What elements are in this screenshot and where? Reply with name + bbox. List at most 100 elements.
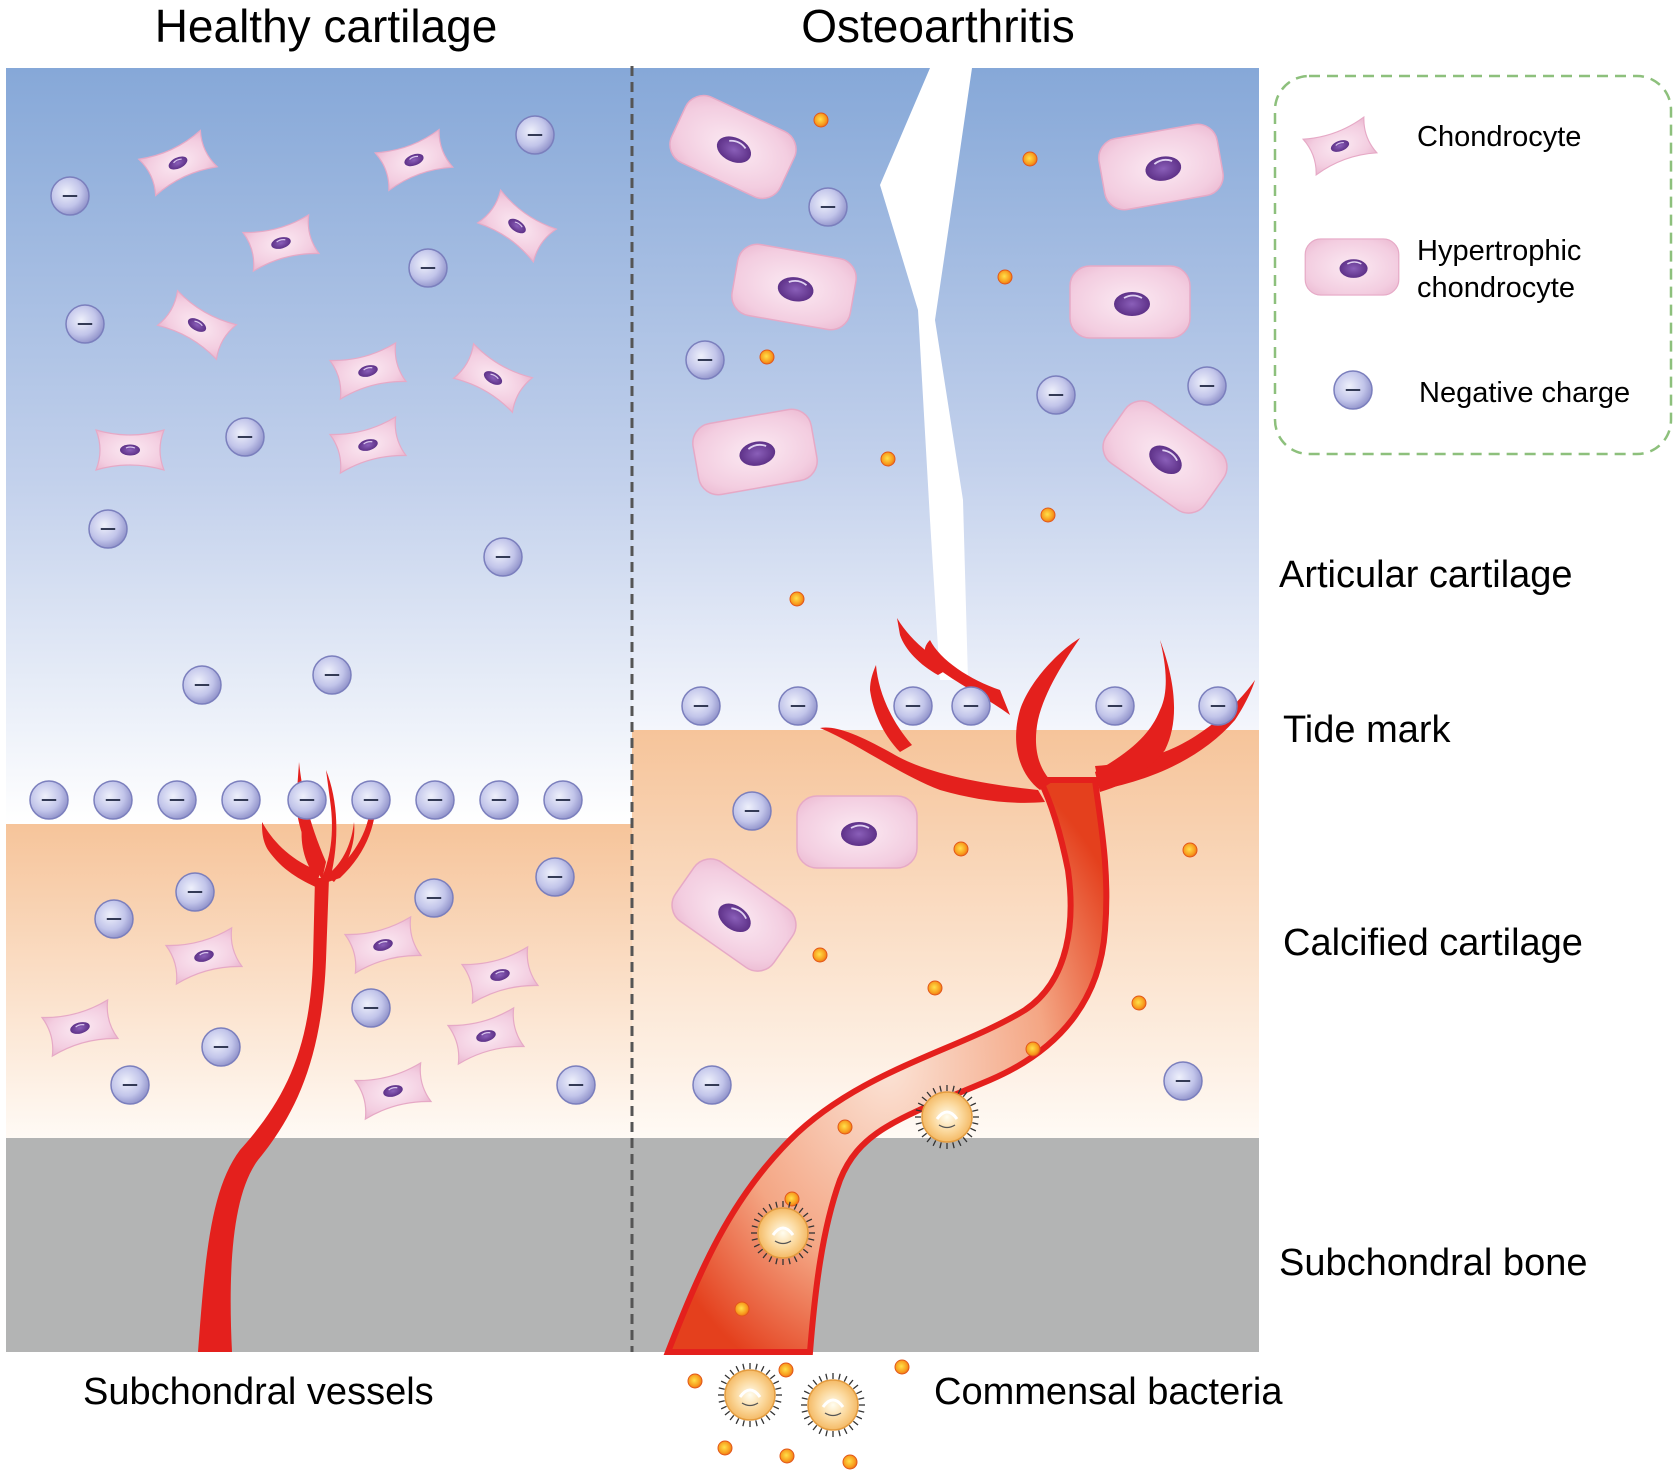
hypertrophic-chondrocyte-icon (671, 858, 797, 972)
negative-charge-icon (1163, 1061, 1203, 1101)
legend-hypertrophic-label-2: chondrocyte (1417, 272, 1575, 304)
negative-charge-icon (221, 780, 261, 820)
chondrocyte-icon (460, 945, 540, 1005)
negative-charge-icon (483, 537, 523, 577)
hypertrophic-chondrocyte-icon (1098, 123, 1224, 211)
particle-icon (813, 112, 829, 128)
hypertrophic-chondrocyte-icon (1102, 400, 1228, 514)
particle-icon (779, 1448, 795, 1464)
particle-icon (1131, 995, 1147, 1011)
negative-charge-icon (287, 780, 327, 820)
chondrocyte-icon (476, 188, 558, 264)
chondrocyte-icon (446, 1006, 526, 1066)
label-subchondral-vessels: Subchondral vessels (83, 1371, 434, 1413)
negative-charge-icon (201, 1027, 241, 1067)
hypertrophic-chondrocyte-icon (1304, 238, 1400, 296)
particle-icon (778, 1362, 794, 1378)
particle-icon (734, 1301, 750, 1317)
negative-charge-icon (556, 1065, 596, 1105)
chondrocyte-icon (353, 1061, 433, 1121)
negative-charge-icon (535, 857, 575, 897)
negative-charge-icon (1333, 370, 1373, 410)
bacteria-icon (915, 1085, 979, 1149)
chondrocyte-icon (164, 926, 244, 986)
chondrocyte-icon (40, 998, 120, 1058)
particle-icon (894, 1359, 910, 1375)
negative-charges (29, 115, 1238, 1105)
negative-charge-icon (408, 248, 448, 288)
particle-icon (880, 451, 896, 467)
particle-icon (1040, 507, 1056, 523)
label-subchondral-bone: Subchondral bone (1279, 1242, 1587, 1284)
chondrocyte-icon (94, 429, 166, 471)
negative-charge-icon (414, 878, 454, 918)
chondrocyte-icon (156, 289, 238, 361)
negative-charge-icon (692, 1065, 732, 1105)
legend-negative-label: Negative charge (1419, 377, 1630, 409)
negative-charge-icon (29, 780, 69, 820)
particles (687, 112, 1198, 1470)
hypertrophic-chondrocyte-icon (692, 408, 818, 496)
subchondral-bone-zone-left (6, 1138, 632, 1352)
negative-charge-icon (1187, 366, 1227, 406)
particle-icon (1025, 1041, 1041, 1057)
legend-hypertrophic-label-1: Hypertrophic (1417, 235, 1581, 267)
negative-charge-icon (681, 686, 721, 726)
bacteria-icon (801, 1373, 865, 1437)
bacteria-icon (751, 1201, 815, 1265)
negative-charge-icon (808, 187, 848, 227)
label-calcified-cartilage: Calcified cartilage (1283, 922, 1583, 964)
negative-charge-icon (94, 899, 134, 939)
chondrocyte-icon (1301, 115, 1379, 177)
negative-charge-icon (515, 115, 555, 155)
particle-icon (717, 1440, 733, 1456)
negative-charge-icon (893, 686, 933, 726)
negative-charge-icon (175, 872, 215, 912)
particle-icon (997, 269, 1013, 285)
negative-charge-icon (182, 665, 222, 705)
particle-icon (812, 947, 828, 963)
commensal-bacteria (718, 1085, 979, 1437)
hypertrophic-chondrocytes (669, 94, 1228, 972)
legend-chondrocyte-label: Chondrocyte (1417, 121, 1581, 153)
label-commensal-bacteria: Commensal bacteria (934, 1371, 1283, 1413)
negative-charge-icon (351, 780, 391, 820)
chondrocyte-icon (328, 415, 408, 475)
negative-charge-icon (110, 1065, 150, 1105)
negative-charge-icon (1095, 686, 1135, 726)
hypertrophic-chondrocyte-icon (669, 94, 797, 200)
legend-box (1273, 74, 1673, 456)
negative-charge-icon (685, 340, 725, 380)
negative-charge-icon (225, 417, 265, 457)
label-articular-cartilage: Articular cartilage (1279, 554, 1573, 596)
healthy-cartilage-panel (6, 68, 632, 1352)
negative-charge-icon (1198, 686, 1238, 726)
bacteria-icon (718, 1363, 782, 1427)
label-tide-mark: Tide mark (1283, 709, 1452, 751)
negative-charge-icon (543, 780, 583, 820)
negative-charge-icon (65, 304, 105, 344)
chondrocytes (40, 128, 558, 1121)
chondrocyte-icon (137, 129, 219, 197)
hypertrophic-chondrocyte-icon (796, 795, 918, 869)
negative-charge-icon (93, 780, 133, 820)
particle-icon (953, 841, 969, 857)
particle-icon (837, 1119, 853, 1135)
title-healthy-cartilage: Healthy cartilage (155, 0, 498, 52)
negative-charge-icon (312, 655, 352, 695)
hypertrophic-chondrocyte-icon (731, 243, 857, 331)
particle-icon (759, 349, 775, 365)
particle-icon (842, 1454, 858, 1470)
particle-icon (1022, 151, 1038, 167)
particle-icon (1182, 842, 1198, 858)
chondrocyte-icon (241, 213, 321, 273)
negative-charge-icon (479, 780, 519, 820)
particle-icon (687, 1373, 703, 1389)
crack-icon (880, 68, 972, 680)
negative-charge-icon (1036, 375, 1076, 415)
particle-icon (927, 980, 943, 996)
vessel-icon (198, 762, 377, 1352)
negative-charge-icon (351, 988, 391, 1028)
negative-charge-icon (415, 780, 455, 820)
